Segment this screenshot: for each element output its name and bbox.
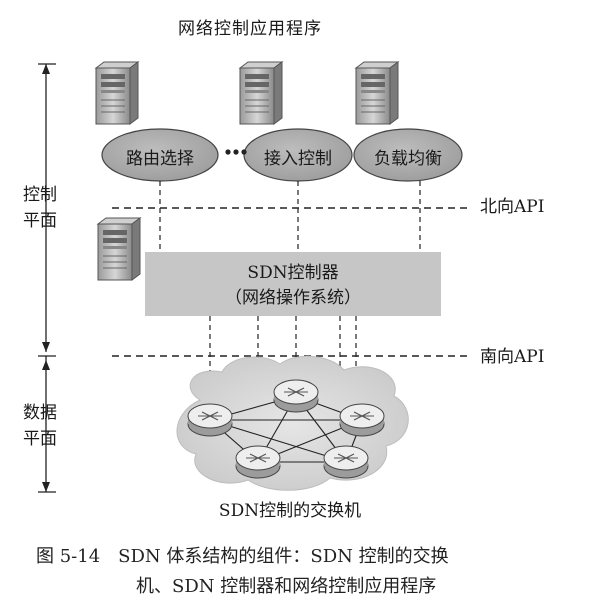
router-icon bbox=[235, 445, 281, 479]
router-icon bbox=[187, 403, 233, 437]
controller-title: SDN控制器 bbox=[247, 263, 339, 283]
server-icon bbox=[239, 61, 283, 125]
server-icon bbox=[355, 61, 399, 125]
figure-caption-line1: 图 5-14 SDN 体系结构的组件：SDN 控制的交换 bbox=[36, 546, 449, 567]
figure-caption-line2: 机、SDN 控制器和网络控制应用程序 bbox=[136, 576, 437, 597]
sdn-controller-box bbox=[145, 252, 441, 316]
server-icon bbox=[95, 61, 139, 125]
control-plane-label: 控制 平面 bbox=[23, 185, 57, 231]
app-label-access: 接入控制 bbox=[264, 149, 332, 169]
server-icon bbox=[97, 217, 141, 281]
switches-label: SDN控制的交换机 bbox=[218, 501, 362, 521]
router-icon bbox=[339, 403, 385, 437]
app-separator-dots bbox=[225, 149, 247, 155]
router-icon bbox=[273, 379, 319, 413]
plane-bracket bbox=[38, 63, 56, 493]
app-ellipse-loadbal bbox=[353, 128, 463, 182]
app-label-loadbal: 负载均衡 bbox=[374, 149, 442, 169]
controller-subtitle: （网络操作系统） bbox=[225, 288, 361, 308]
northbound-api-label: 北向API bbox=[480, 197, 545, 217]
app-label-route: 路由选择 bbox=[126, 149, 194, 169]
southbound-api-label: 南向API bbox=[480, 347, 545, 367]
app-controller-links bbox=[159, 181, 421, 252]
router-icon bbox=[323, 445, 369, 479]
applications-title: 网络控制应用程序 bbox=[178, 19, 322, 39]
data-plane-label: 数据 平面 bbox=[23, 403, 57, 449]
